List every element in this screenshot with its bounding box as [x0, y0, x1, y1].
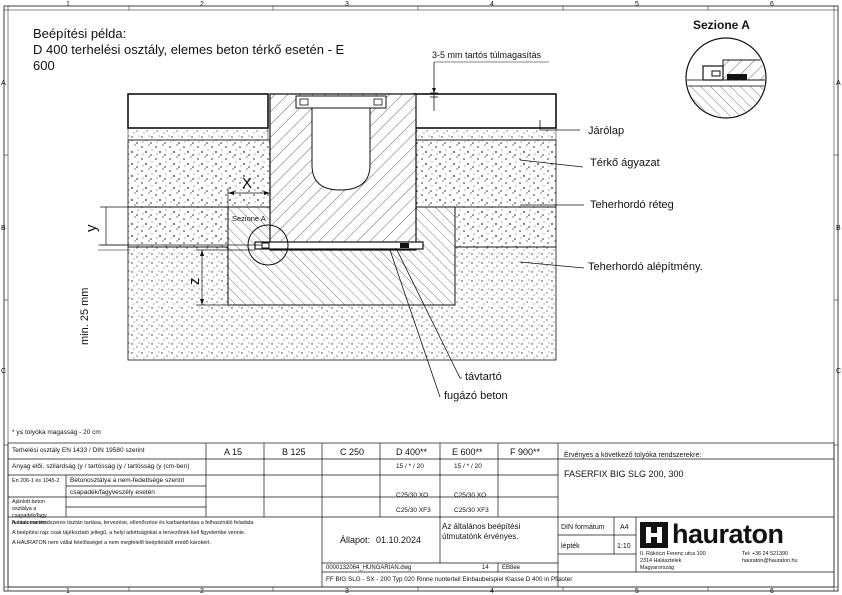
row2-label: Anyag előí. szilárdság (y / tartósság (y…	[12, 463, 190, 470]
dimension-x: X	[242, 175, 253, 192]
row4-e600: C25/30 XF3	[454, 507, 489, 514]
footer-notes: A csatorna rendszeres tisztán tartása, t…	[12, 520, 317, 547]
class-c250: C 250	[340, 447, 365, 457]
grid-row-c-right: C	[836, 368, 842, 375]
eb-label: EB8ee	[502, 565, 521, 571]
row4-label: Ajánlott beton osztálya a csapadék/fagy …	[12, 499, 47, 526]
table-row-header: Terhelési osztály EN 1433 / DIN 19580 sz…	[12, 447, 145, 454]
grid-col-5-bottom: 5	[635, 588, 639, 595]
spacer-bar	[254, 241, 424, 250]
dimension-z: z	[186, 277, 203, 286]
grid-col-3: 3	[345, 1, 349, 8]
grid-row-c: C	[1, 368, 7, 375]
grid-col-6-bottom: 6	[770, 588, 774, 595]
class-a15: A 15	[224, 447, 243, 457]
class-b125: B 125	[282, 447, 306, 457]
row3-d400: C25/30 XO	[396, 492, 429, 499]
grid-col-4: 4	[490, 1, 494, 8]
approval-label: Állapot:	[340, 535, 371, 545]
grid-col-3-bottom: 3	[345, 588, 349, 595]
grid-col-1: 1	[66, 1, 70, 8]
class-e600: E 600**	[452, 447, 483, 457]
grid-row-b-right: B	[836, 225, 841, 232]
grid-col-6: 6	[770, 1, 774, 8]
page-title: Beépítési példa: D 400 terhelési osztály…	[33, 26, 393, 74]
label-teherhordo: Teherhordó réteg	[590, 199, 674, 211]
label-jarolap: Járólap	[588, 125, 625, 137]
grid-row-a: A	[1, 80, 6, 87]
label-tavtarto: távtartó	[465, 371, 502, 383]
class-d400: D 400**	[396, 447, 428, 457]
footer-note-2: A beépítési rajz csak tájékoztató jelleg…	[12, 530, 246, 536]
grid-col-1-bottom: 1	[66, 588, 70, 595]
row4-d400: C25/30 XF3	[396, 507, 431, 514]
din-label: DIN formátum	[561, 524, 605, 531]
grid-row-a-right: A	[836, 80, 841, 87]
footer-note-3: A HAURATON nem vállal felelősséget a nem…	[12, 540, 212, 546]
title-line-3: 600	[33, 58, 55, 73]
grid-col-5: 5	[635, 1, 639, 8]
row3-e600: C25/30 XO	[454, 492, 487, 499]
general-note: Az általános beépítési útmutatónk érvény…	[442, 522, 521, 541]
row4-sublabel: csapadék/fagyveszély esetén	[70, 489, 155, 496]
row3-label: En 206-1 és 1045-2	[12, 478, 60, 484]
file-name: 0000132064_HUNGARIAN.dwg	[326, 565, 412, 571]
label-alepitmeny: Teherhordó alépítmény.	[588, 261, 703, 273]
paver-right	[412, 93, 557, 129]
paver-left	[127, 93, 269, 129]
label-fugazo: fugázó beton	[444, 390, 508, 402]
company-address: II. Rákóczi Ferenc utca 100 2314 Halászt…	[640, 551, 706, 571]
grid-row-b: B	[1, 225, 6, 232]
label-min-25mm: min. 25 mm	[79, 287, 91, 345]
grid-col-2-bottom: 2	[200, 588, 204, 595]
title-line-1: Beépítési példa:	[33, 26, 127, 41]
scale-label: lépték	[561, 543, 580, 550]
sheet-number: 14	[482, 565, 489, 571]
scale-value: 1:10	[617, 543, 631, 550]
hauraton-logo-mark	[640, 522, 668, 548]
systems-value: FASERFIX BIG SLG 200, 300	[564, 469, 684, 479]
footnote: * y≤ tolyóka magasság - 20 cm	[12, 429, 101, 436]
grate	[295, 95, 387, 109]
title-line-2: D 400 terhelési osztály, elemes beton té…	[33, 42, 345, 57]
grid-col-4-bottom: 4	[490, 588, 494, 595]
class-f900: F 900**	[510, 447, 541, 457]
systems-title: Érvényes a következő tolyóka rendszerekr…	[564, 452, 702, 459]
row2-e600: 15 / * / 20	[454, 463, 482, 470]
din-value: A4	[620, 524, 629, 531]
rise-note: 3-5 mm tartós túlmagasítás	[432, 50, 542, 60]
grid-col-2: 2	[200, 1, 204, 8]
dimension-y: y	[83, 224, 100, 233]
approval-date: 01.10.2024	[376, 535, 422, 545]
company-contact: Tel: +36 24 521390 hauraton@hauraton.hu	[742, 551, 798, 564]
hauraton-logo-text: hauraton	[672, 519, 784, 549]
channel-trench	[311, 107, 371, 191]
row2-d400: 15 / * / 20	[396, 463, 424, 470]
section-callout-label: Sezione A	[232, 214, 266, 223]
drawing-description: FF BIG SLG - SX - 200 Typ 020 Rinne nunt…	[326, 576, 573, 583]
row3-sublabel: Betonosztálya a nem-fedettsége szerint	[70, 477, 185, 484]
label-terko: Térkő ágyazat	[590, 157, 660, 169]
section-title: Sezione A	[693, 18, 750, 32]
footer-note-1: A csatorna rendszeres tisztán tartása, t…	[12, 520, 255, 526]
